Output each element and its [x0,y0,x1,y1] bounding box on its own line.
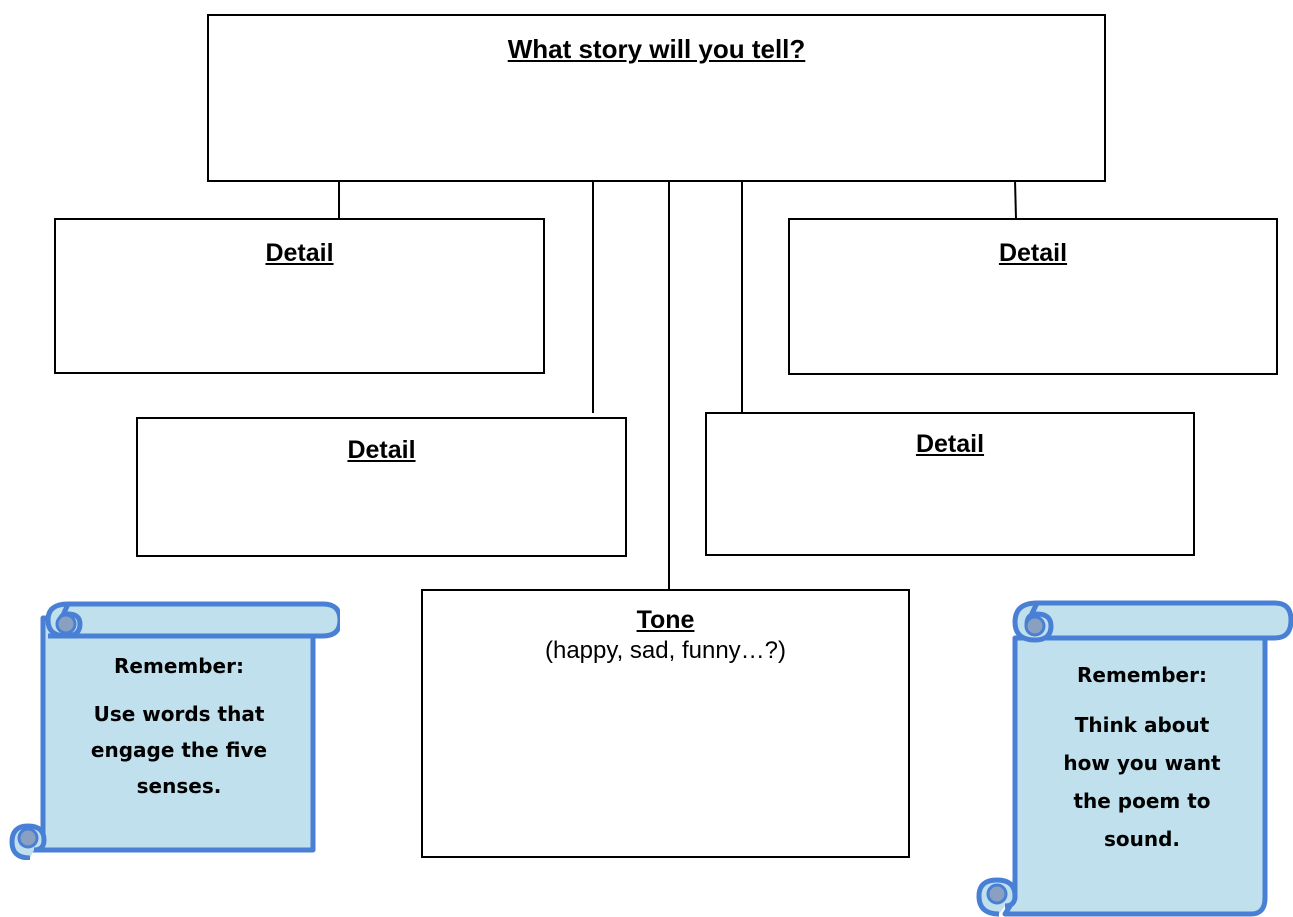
detail-box-mid-right: Detail [705,412,1195,556]
scroll-text-right: Remember: Think about how you want the p… [1017,656,1267,858]
tone-hint: (happy, sad, funny…?) [544,637,787,664]
scroll-shape-icon [976,600,1293,917]
detail-box-top-right: Detail [788,218,1278,375]
scroll-heading: Remember: [114,654,244,678]
scroll-line: Think about [1074,713,1210,737]
scroll-line: Use words that [93,702,265,726]
scroll-line: the poem to [1073,789,1211,813]
scroll-line: how you want [1063,751,1221,775]
scroll-line: engage the five [90,738,268,762]
tone-box: Tone (happy, sad, funny…?) [421,589,910,858]
detail-label: Detail [265,239,334,267]
scroll-heading: Remember: [1077,663,1207,687]
connector-main-to-detail-top-right [1014,179,1017,220]
detail-label: Detail [915,430,985,458]
detail-box-top-left: Detail [54,218,545,374]
detail-box-mid-left: Detail [136,417,627,557]
scroll-shape-icon [9,601,340,860]
main-question-box: What story will you tell? [207,14,1106,182]
tone-title: Tone [636,606,695,634]
reminder-scroll-right: Remember: Think about how you want the p… [975,598,1293,917]
scroll-line: senses. [136,774,222,798]
detail-label: Detail [347,436,416,464]
scroll-line: sound. [1103,827,1181,851]
scroll-text-left: Remember: Use words that engage the five… [48,648,310,804]
reminder-scroll-left: Remember: Use words that engage the five… [8,600,340,860]
main-question-title: What story will you tell? [507,34,806,64]
detail-label: Detail [998,239,1068,267]
